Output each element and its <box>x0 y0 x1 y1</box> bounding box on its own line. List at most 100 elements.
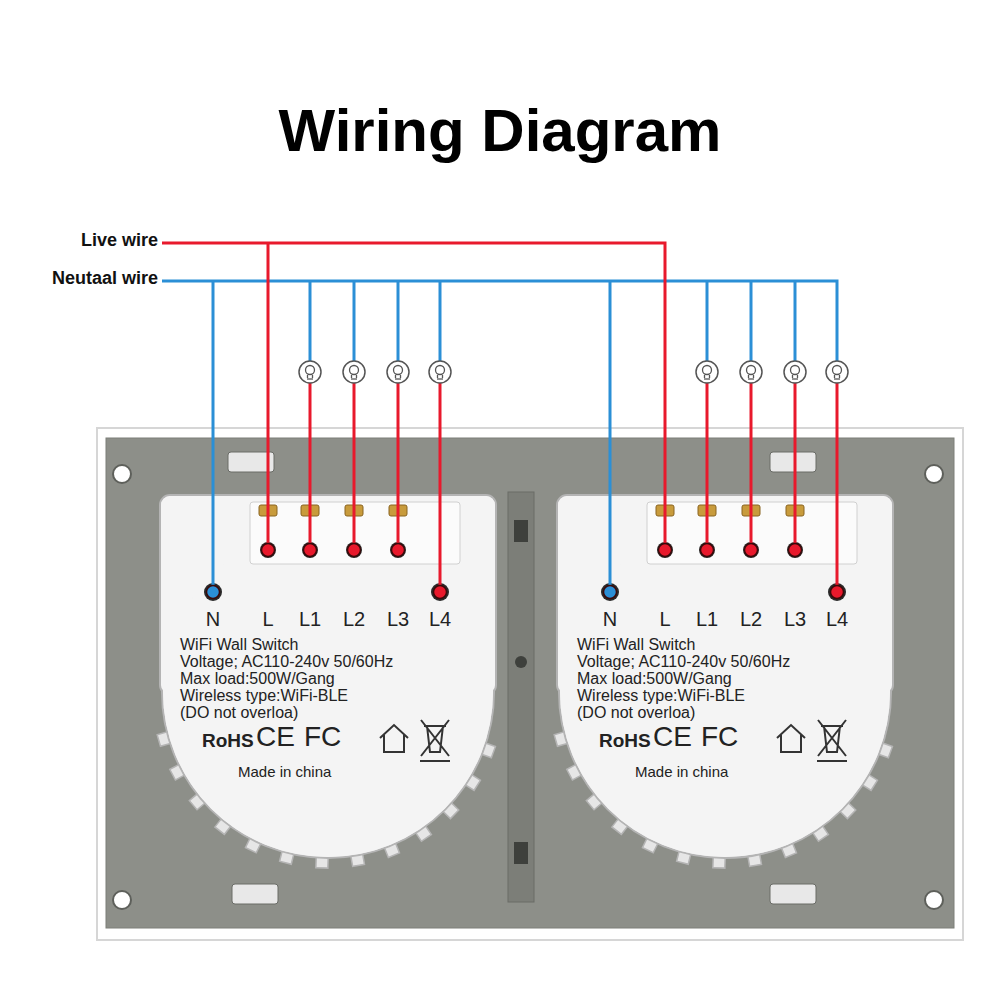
spec-text: (DO not overloa) <box>577 704 695 722</box>
terminal-hole <box>601 583 619 601</box>
spec-text: Voltage; AC110-240v 50/60Hz <box>180 653 393 671</box>
lamp-symbol <box>740 361 762 383</box>
divider <box>508 492 534 902</box>
spec-text: WiFi Wall Switch <box>180 636 299 654</box>
terminal-hole <box>828 583 846 601</box>
terminal-dot <box>304 544 317 557</box>
screw-hole <box>113 465 131 483</box>
spec-text: WiFi Wall Switch <box>577 636 696 654</box>
certification-mark: CE <box>256 722 295 753</box>
lamp-symbol <box>784 361 806 383</box>
diagram-title: Wiring Diagram <box>0 98 1000 164</box>
certification-mark: FC <box>304 722 341 753</box>
plate-back <box>106 438 954 928</box>
terminal-dot <box>831 586 844 599</box>
terminal-hole <box>390 542 406 558</box>
terminal-dot <box>207 586 220 599</box>
spec-text: Voltage; AC110-240v 50/60Hz <box>577 653 790 671</box>
origin-text: Made in china <box>635 764 728 781</box>
switched-wire <box>397 383 400 550</box>
screw-hole <box>925 465 943 483</box>
terminal-label: L4 <box>429 608 451 630</box>
neutral-wire <box>750 281 753 361</box>
lamp-symbol <box>696 361 718 383</box>
spec-text: Max load:500W/Gang <box>180 670 335 688</box>
terminal-dot <box>659 544 672 557</box>
switched-wire <box>706 383 709 550</box>
neutral-wire <box>439 281 442 361</box>
terminal-hole <box>743 542 759 558</box>
terminal-hole <box>657 542 673 558</box>
certification-mark: RoHS <box>202 731 254 752</box>
terminal-dot <box>789 544 802 557</box>
terminal-label: N <box>603 608 617 630</box>
divider-slot <box>515 656 527 668</box>
terminal-dot <box>745 544 758 557</box>
house-icon <box>380 725 408 752</box>
screw-hole <box>113 891 131 909</box>
terminal-dot <box>434 586 447 599</box>
switched-wire <box>794 383 797 550</box>
switched-wire <box>439 383 442 592</box>
spec-text: (DO not overloa) <box>180 704 298 722</box>
terminal-label: L3 <box>387 608 409 630</box>
terminal-dot <box>262 544 275 557</box>
neutral-wire <box>162 281 837 361</box>
live-wire <box>267 243 270 550</box>
live-wire <box>162 243 665 550</box>
wire-label: Neutaal wire <box>52 269 158 289</box>
terminal-hole <box>346 542 362 558</box>
wire-label: Live wire <box>81 231 158 251</box>
terminal-dot <box>348 544 361 557</box>
switched-wire <box>750 383 753 550</box>
lamp-symbol <box>429 361 451 383</box>
origin-text: Made in china <box>238 764 331 781</box>
clip <box>770 452 816 472</box>
screw-hole <box>925 891 943 909</box>
lamp-symbol <box>299 361 321 383</box>
terminal-dot <box>392 544 405 557</box>
terminal-label: L2 <box>343 608 365 630</box>
terminal-hole <box>787 542 803 558</box>
terminal-label: L <box>659 608 670 630</box>
terminal-label: L2 <box>740 608 762 630</box>
terminal-dot <box>604 586 617 599</box>
neutral-wire <box>794 281 797 361</box>
switch-module: N L L1 L2 L3 L4WiFi Wall SwitchVoltage; AC110… <box>158 480 498 880</box>
switch-module: NLL1L2L3L4WiFi Wall SwitchVoltage; AC110… <box>555 480 895 880</box>
terminal-dot <box>701 544 714 557</box>
lamp-symbol <box>387 361 409 383</box>
terminal-label: L1 <box>299 608 321 630</box>
certification-mark: CE <box>653 722 692 753</box>
certification-mark: FC <box>701 722 738 753</box>
terminal-label: L4 <box>826 608 848 630</box>
switched-wire <box>309 383 312 550</box>
weee-icon <box>420 720 450 761</box>
divider-slot <box>514 520 528 542</box>
neutral-wire <box>397 281 400 361</box>
terminal-hole <box>302 542 318 558</box>
lamp-symbol <box>343 361 365 383</box>
neutral-wire <box>706 281 709 361</box>
terminal-label: L <box>262 608 273 630</box>
spec-text: Wireless type:WiFi-BLE <box>180 687 348 705</box>
neutral-wire <box>609 281 612 592</box>
divider-slot <box>514 842 528 864</box>
neutral-wire <box>353 281 356 361</box>
spec-text: Max load:500W/Gang <box>577 670 732 688</box>
neutral-wire <box>212 281 215 592</box>
switched-wire <box>836 383 839 592</box>
terminal-hole <box>260 542 276 558</box>
clip <box>770 884 816 904</box>
plate-frame <box>97 428 963 940</box>
neutral-wire <box>309 281 312 361</box>
terminal-hole <box>431 583 449 601</box>
clip <box>232 884 278 904</box>
house-icon <box>777 725 805 752</box>
weee-icon <box>817 720 847 761</box>
switched-wire <box>353 383 356 550</box>
terminal-label: L1 <box>696 608 718 630</box>
lamp-symbol <box>826 361 848 383</box>
terminal-label: N <box>206 608 220 630</box>
